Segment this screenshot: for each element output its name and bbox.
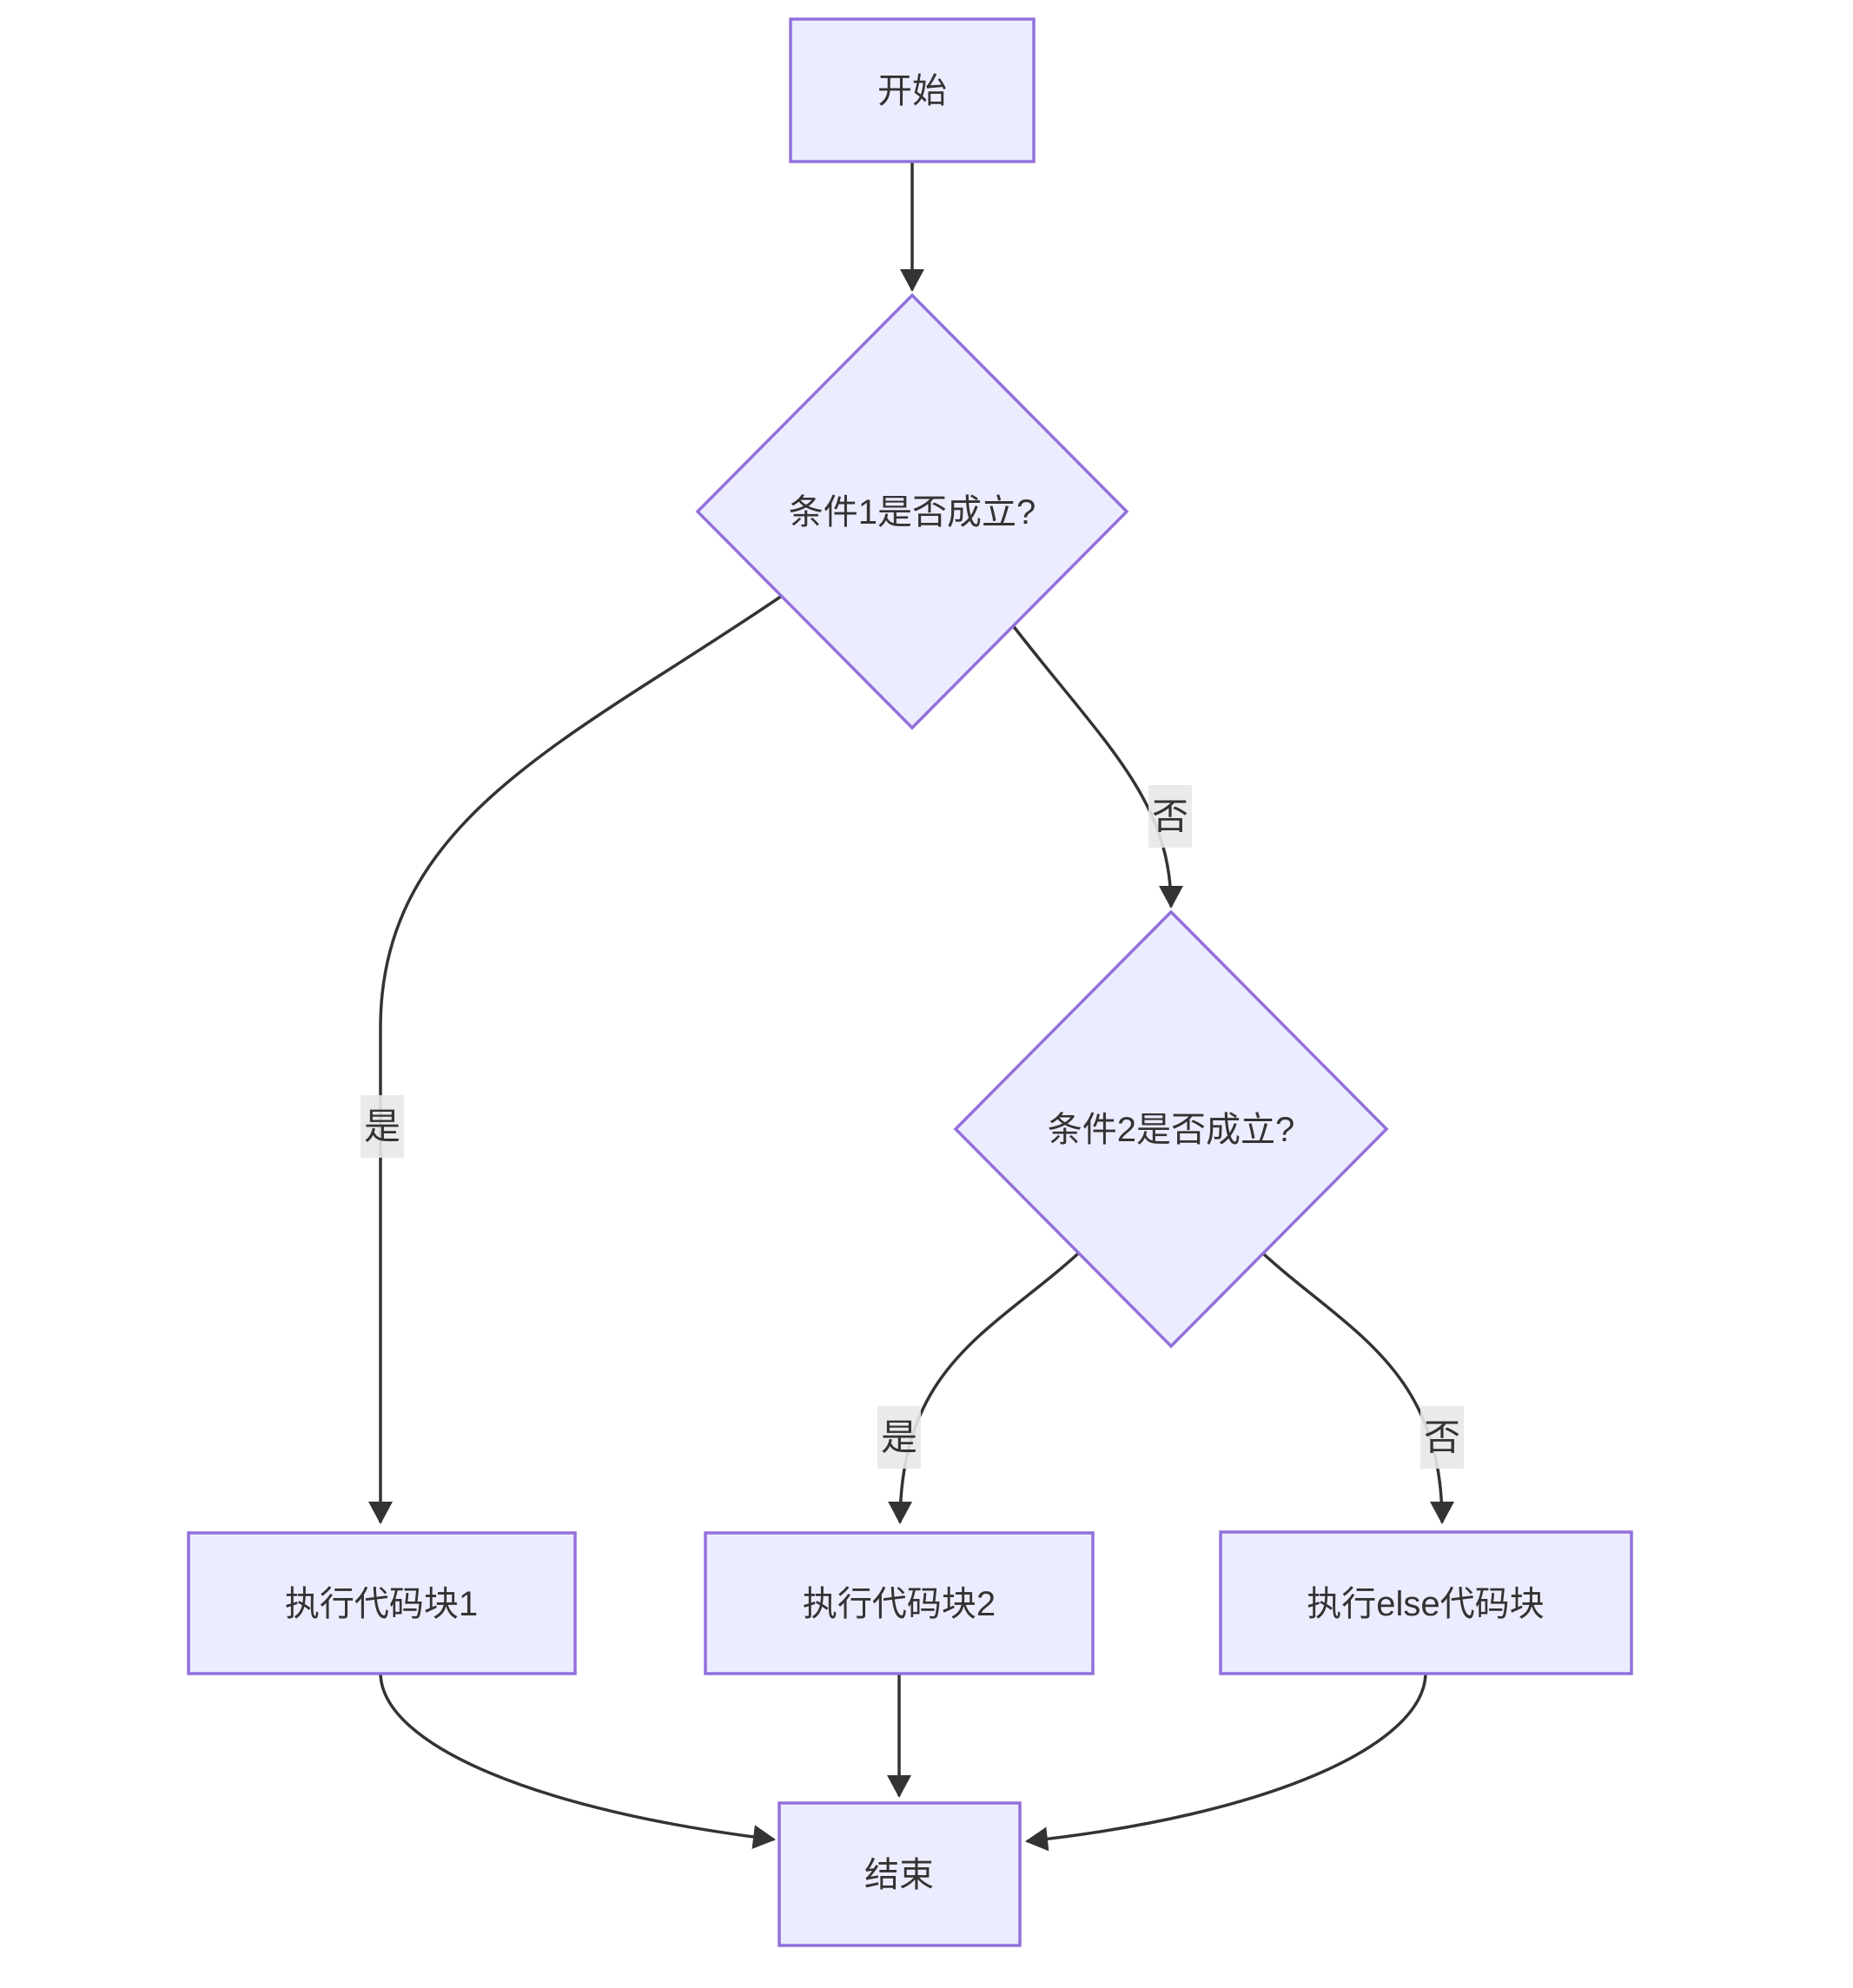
node-end-label: 结束 [864, 1856, 934, 1894]
node-block1-label: 执行代码块1 [285, 1585, 478, 1623]
node-cond1-label: 条件1是否成立? [789, 493, 1036, 532]
node-block1-shape [187, 1531, 577, 1675]
edge-label-cond1-yes-text: 是 [364, 1106, 400, 1147]
edge-label-cond2-no: 否 [1420, 1406, 1464, 1469]
node-start: 开始 [789, 17, 1036, 163]
edge-cond2-yes [888, 1245, 1088, 1524]
edge-label-cond2-yes: 是 [877, 1406, 921, 1469]
node-else-block: 执行else代码块 [1219, 1530, 1633, 1675]
node-end-shape [778, 1801, 1022, 1947]
edge-label-cond2-yes-text: 是 [881, 1417, 917, 1458]
node-else-block-shape [1219, 1530, 1633, 1675]
node-block2-shape [704, 1531, 1095, 1675]
node-start-label: 开始 [877, 72, 947, 110]
node-start-shape [789, 17, 1036, 163]
node-cond2-label: 条件2是否成立? [1048, 1111, 1295, 1149]
edge-label-cond1-no: 否 [1148, 785, 1192, 848]
node-cond1: 条件1是否成立? [695, 293, 1129, 730]
node-block2: 执行代码块2 [704, 1531, 1095, 1675]
edge-cond2-no [1254, 1245, 1454, 1524]
edge-label-cond2-yes-bg [877, 1406, 921, 1469]
node-end: 结束 [778, 1801, 1022, 1947]
edge-block1-to-end [379, 1673, 776, 1849]
edge-labels-layer: 是 否 是 否 [361, 785, 1464, 1469]
edge-cond1-no [1010, 623, 1183, 908]
edge-cond1-yes [368, 594, 783, 1524]
node-cond1-shape [695, 293, 1129, 730]
node-else-block-label: 执行else代码块 [1307, 1585, 1544, 1623]
edges-layer [368, 162, 1454, 1852]
edge-label-cond1-no-text: 否 [1152, 796, 1188, 837]
node-cond2-shape [953, 909, 1389, 1349]
edge-label-cond2-no-text: 否 [1424, 1417, 1460, 1458]
node-block2-label: 执行代码块2 [803, 1585, 996, 1623]
node-cond2: 条件2是否成立? [953, 909, 1389, 1349]
node-block1: 执行代码块1 [187, 1531, 577, 1675]
edge-label-cond1-yes-bg [361, 1095, 404, 1158]
edge-else-to-end [1025, 1673, 1427, 1852]
edge-label-cond1-no-bg [1148, 785, 1192, 848]
nodes-layer: 开始 条件1是否成立? 条件2是否成立? 执行代码块1 执行代码块2 执行els [187, 17, 1633, 1947]
edge-label-cond2-no-bg [1420, 1406, 1464, 1469]
edge-label-cond1-yes: 是 [361, 1095, 404, 1158]
